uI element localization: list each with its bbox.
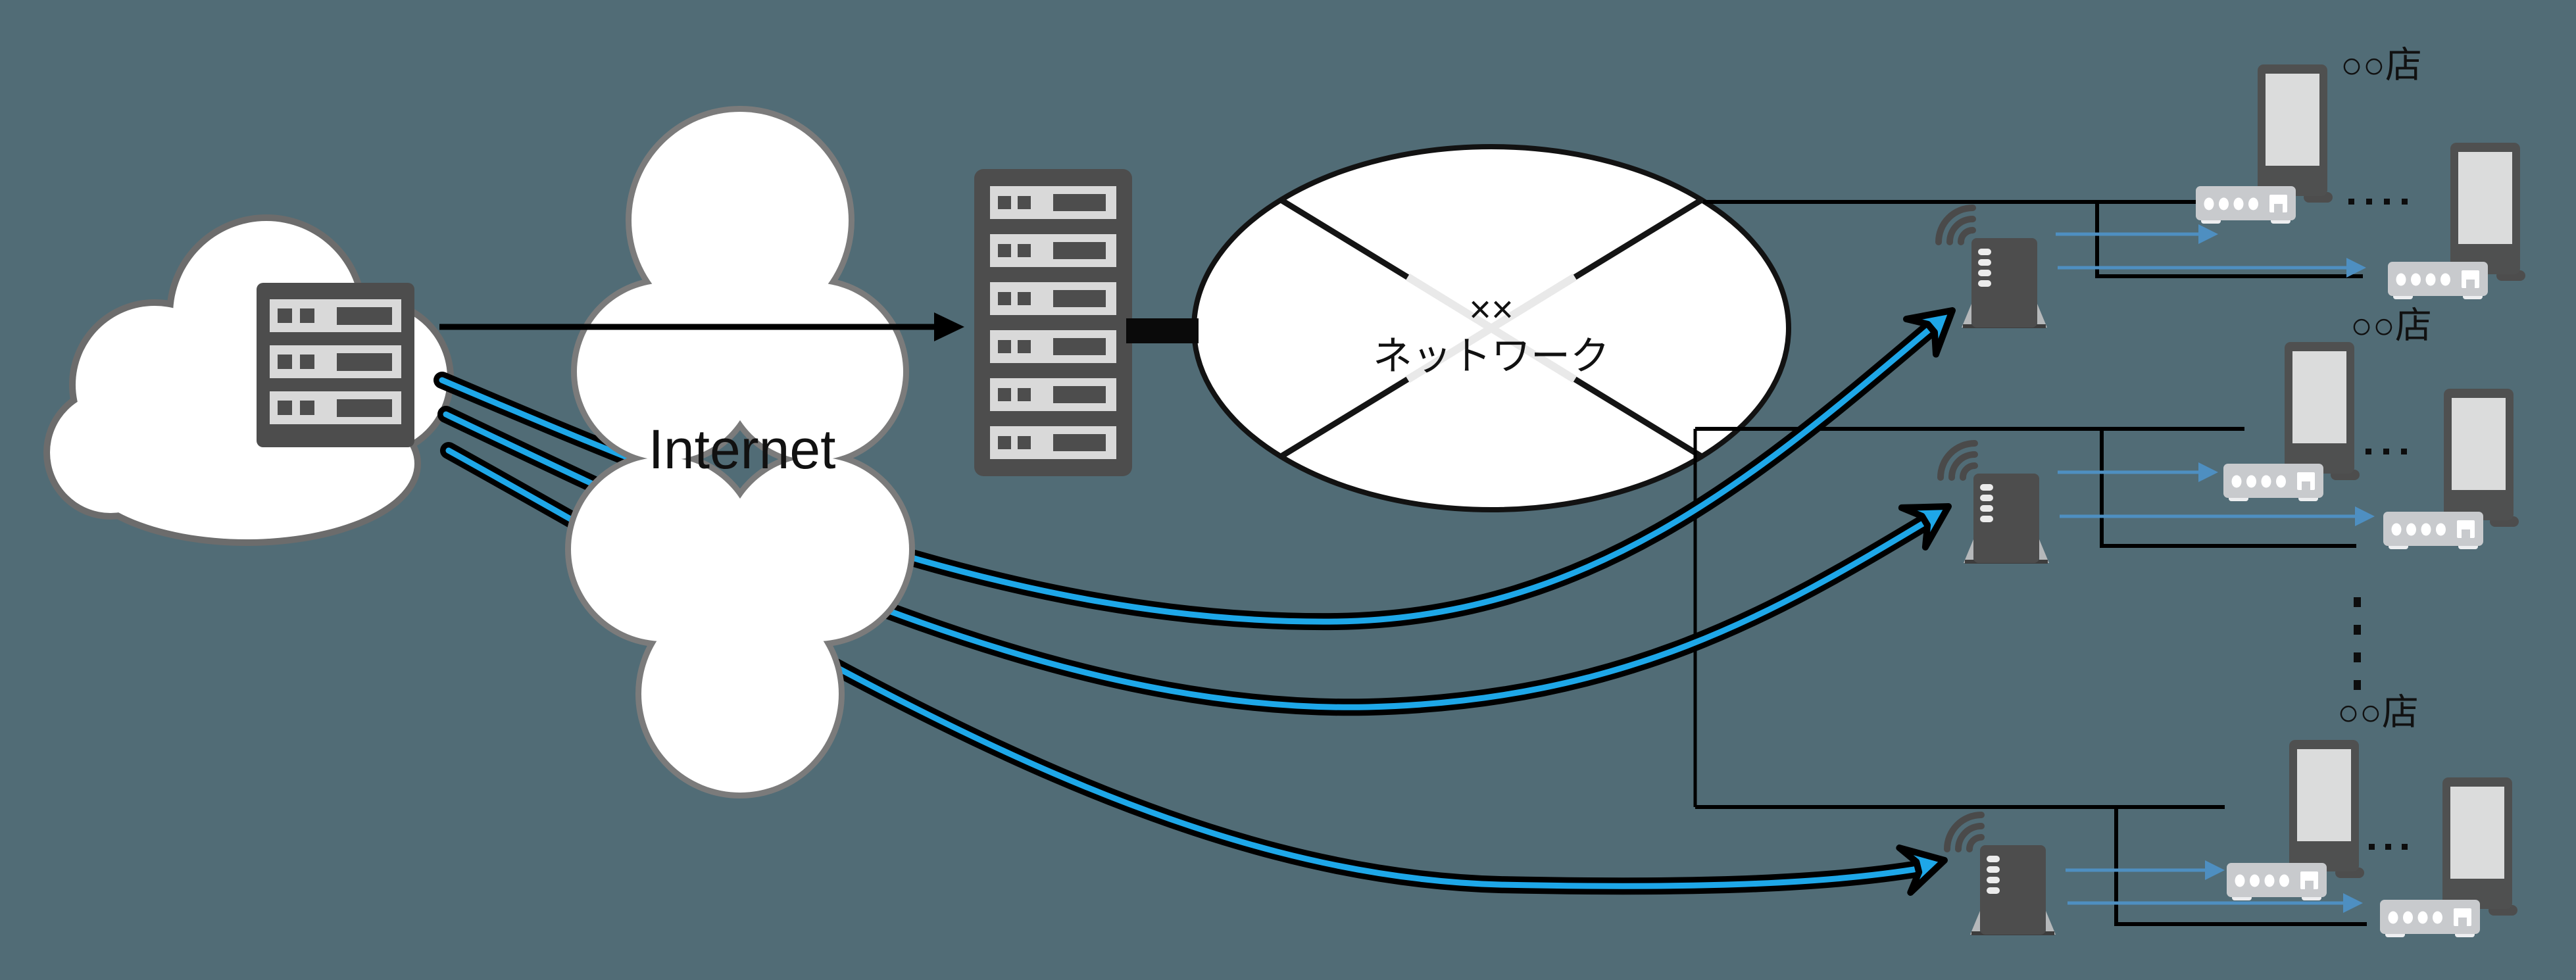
more-stores-dots [2354, 597, 2361, 690]
wifi-link-arrow [2056, 224, 2366, 278]
media-player-icon [2383, 512, 2483, 549]
more-displays-dots [2348, 199, 2408, 205]
signage-display-icon [2450, 143, 2525, 281]
media-player-icon [2380, 900, 2480, 937]
rack-to-ellipse-link [1126, 318, 1199, 343]
media-player-icon [2196, 186, 2296, 224]
origin-to-rack-arrow [439, 312, 964, 341]
store-group-3: ○○店 [1947, 691, 2517, 937]
signage-display-icon [2444, 389, 2519, 527]
store-label: ○○店 [2341, 44, 2422, 86]
origin-server-icon [257, 283, 414, 447]
signage-display-icon [2442, 777, 2517, 916]
signage-display-icon [2258, 64, 2333, 203]
store-label: ○○店 [2337, 691, 2419, 733]
more-displays-dots [2369, 844, 2408, 850]
signage-display-icon [2289, 740, 2364, 878]
signage-display-icon [2285, 342, 2360, 480]
store-group-2: ○○店 [1941, 305, 2519, 564]
media-player-icon [2227, 863, 2327, 900]
ellipse-cross-lines-faded [1405, 273, 1577, 383]
more-displays-dots [2365, 449, 2407, 454]
network-name-line2: ネットワーク [1373, 334, 1610, 378]
store-lan-lines [1693, 200, 2367, 926]
media-player-icon [2388, 262, 2488, 299]
network-name-line1: ×× [1469, 288, 1514, 331]
server-rack-icon [974, 169, 1199, 476]
wifi-link-arrow [2066, 860, 2363, 913]
internet-label: Internet [649, 418, 836, 480]
store-group-1: ○○店 [1939, 44, 2525, 328]
store-label: ○○店 [2350, 305, 2432, 346]
wifi-link-arrow [2058, 462, 2375, 526]
media-player-icon [2223, 464, 2323, 501]
network-ellipse: ×× ネットワーク [1191, 144, 1791, 512]
